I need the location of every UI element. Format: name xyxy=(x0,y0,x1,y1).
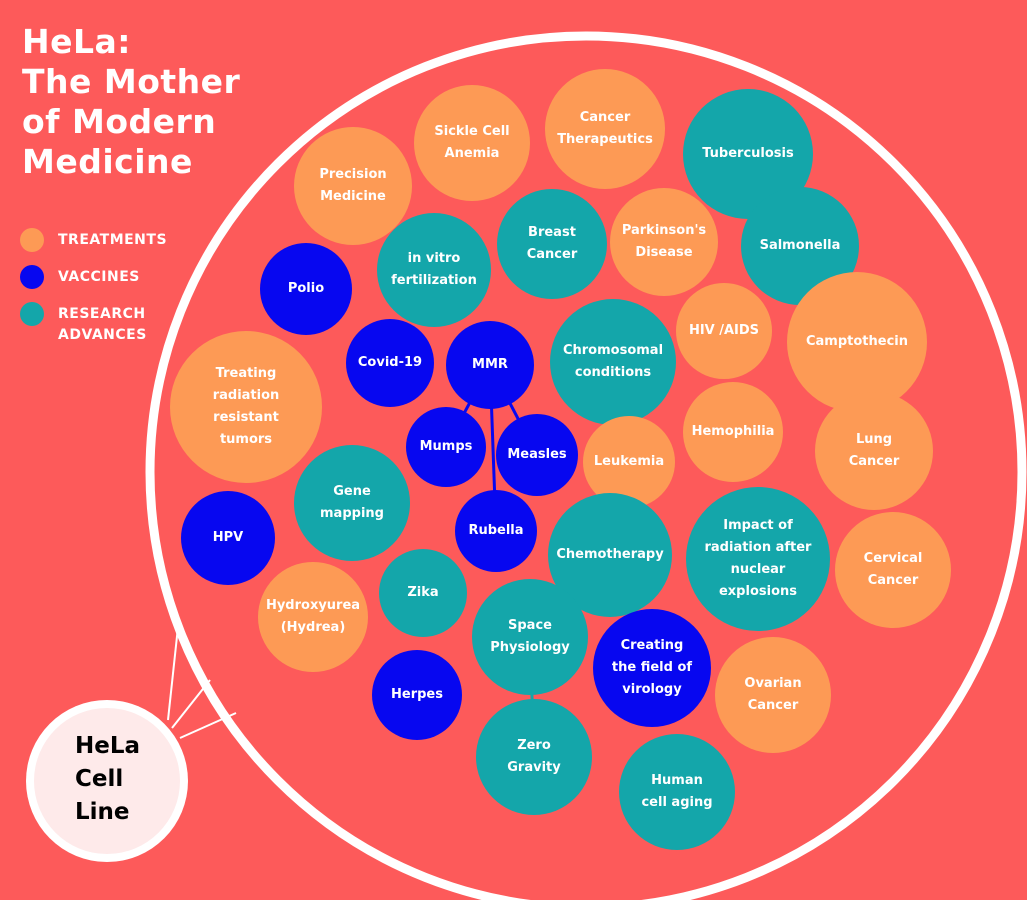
bubble-label: Chemotherapy xyxy=(556,547,664,562)
bubble-herpes: Herpes xyxy=(372,650,462,740)
bubble-leukemia: Leukemia xyxy=(583,416,675,508)
pointer-line xyxy=(167,626,179,721)
diagram-title: HeLa: The Mother of Modern Medicine xyxy=(22,22,241,181)
bubble-mumps: Mumps xyxy=(406,407,486,487)
bubble-label: Hemophilia xyxy=(691,424,775,439)
bubble-label: Salmonella xyxy=(759,238,841,253)
bubble-label: HIV /AIDS xyxy=(688,323,760,338)
bubble-label: Polio xyxy=(287,281,325,296)
legend-swatch-treatments xyxy=(20,228,44,252)
bubble-zika: Zika xyxy=(379,549,467,637)
bubble-mmr: MMR xyxy=(446,321,534,409)
bubble-camptothecin: Camptothecin xyxy=(787,272,927,412)
legend-swatch-vaccines xyxy=(20,265,44,289)
bubble-label: Hydroxyurea(Hydrea) xyxy=(265,598,361,635)
bubble-label: Herpes xyxy=(391,687,443,702)
bubble-rubella: Rubella xyxy=(455,490,537,572)
pointer-line xyxy=(179,712,237,739)
bubble-label: Mumps xyxy=(419,439,473,454)
bubble-covid-19: Covid-19 xyxy=(346,319,434,407)
bubble-label: Tuberculosis xyxy=(702,146,794,161)
bubble-label: MMR xyxy=(472,357,508,372)
bubble-label: Leukemia xyxy=(593,454,665,469)
bubble-label: Rubella xyxy=(468,523,524,538)
bubble-label: Covid-19 xyxy=(357,355,423,370)
bubble-tuberculosis: Tuberculosis xyxy=(683,89,813,219)
bubble-hemophilia: Hemophilia xyxy=(683,382,783,482)
bubble-label: Camptothecin xyxy=(805,334,908,349)
bubble-hiv-aids: HIV /AIDS xyxy=(676,283,772,379)
pointer-line xyxy=(171,679,211,729)
cell-line-label: HeLa Cell Line xyxy=(75,733,141,825)
bubble-hpv: HPV xyxy=(181,491,275,585)
bubble-label: HPV xyxy=(212,530,244,545)
legend-label: RESEARCH ADVANCES xyxy=(58,306,147,343)
bubble-label: Zika xyxy=(407,585,439,600)
cell-line-inner xyxy=(34,708,180,854)
legend-label: VACCINES xyxy=(58,269,140,285)
legend-label: TREATMENTS xyxy=(58,232,168,248)
bubble-polio: Polio xyxy=(260,243,352,335)
legend-swatch-research-advances xyxy=(20,302,44,326)
bubble-hydroxyurea: Hydroxyurea(Hydrea) xyxy=(258,562,368,672)
main-circle xyxy=(145,31,1027,900)
bubble-measles: Measles xyxy=(496,414,578,496)
bubble-label: Measles xyxy=(507,447,567,462)
